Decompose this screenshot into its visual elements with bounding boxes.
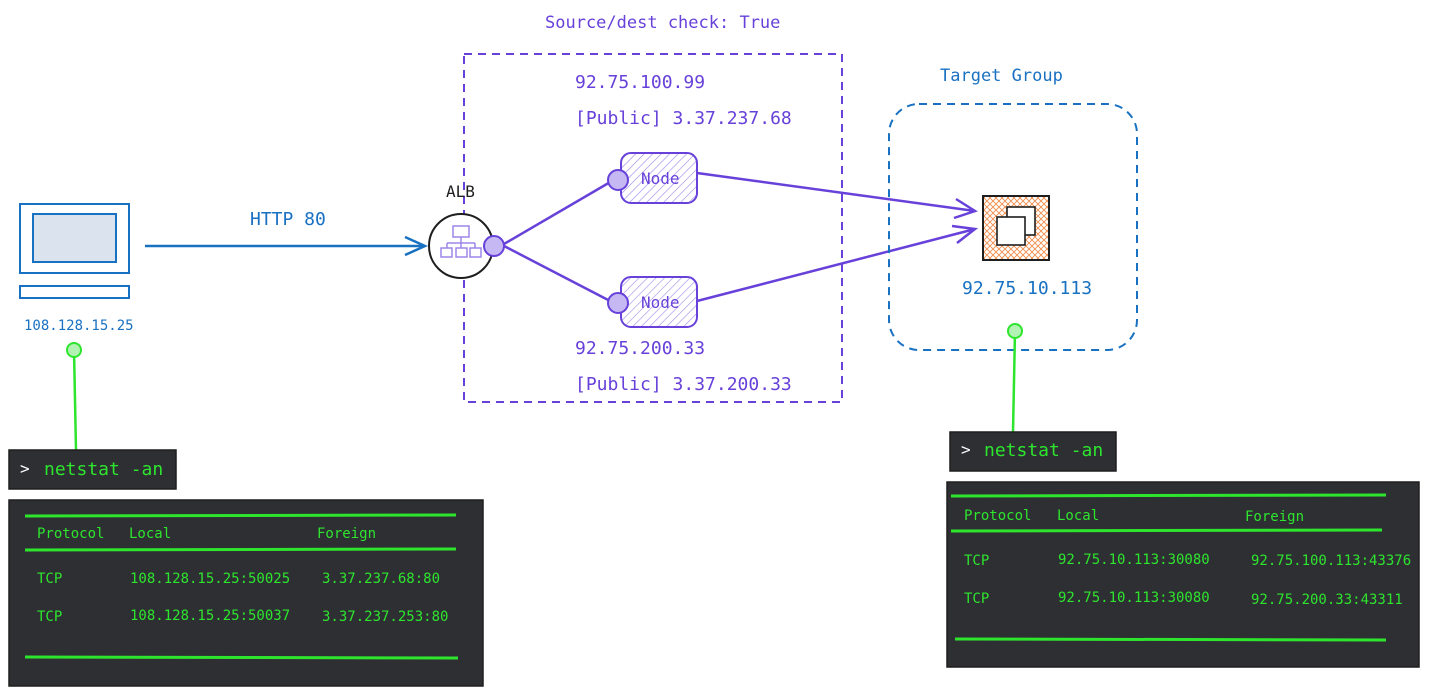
node-1: Node bbox=[607, 152, 698, 204]
left-row-2-local: 108.128.15.25:50037 bbox=[130, 608, 290, 624]
left-row-1-local: 108.128.15.25:50025 bbox=[130, 571, 290, 587]
target-group-boundary bbox=[888, 103, 1138, 351]
left-row-1-foreign: 3.37.237.68:80 bbox=[322, 571, 440, 587]
node2-private-ip: 92.75.200.33 bbox=[575, 338, 705, 359]
node1-public-ip: [Public] 3.37.237.68 bbox=[575, 108, 792, 129]
client-ip: 108.128.15.25 bbox=[24, 318, 134, 334]
right-row-2-protocol: TCP bbox=[964, 591, 989, 607]
right-command: netstat -an bbox=[984, 440, 1103, 461]
right-row-1-protocol: TCP bbox=[964, 553, 989, 569]
left-row-2-protocol: TCP bbox=[37, 609, 62, 625]
left-header-local: Local bbox=[129, 526, 171, 542]
right-header-foreign: Foreign bbox=[1245, 509, 1304, 525]
left-prompt: > bbox=[20, 459, 30, 478]
right-header-local: Local bbox=[1057, 508, 1099, 524]
node1-private-ip: 92.75.100.99 bbox=[575, 72, 705, 93]
right-row-2-foreign: 92.75.200.33:43311 bbox=[1251, 592, 1403, 608]
alb-port bbox=[483, 235, 505, 257]
left-command-bar: > netstat -an bbox=[8, 449, 177, 490]
right-prompt: > bbox=[961, 440, 971, 459]
node-1-port bbox=[607, 169, 629, 191]
node-to-target-arrows bbox=[696, 171, 979, 303]
right-row-2-local: 92.75.10.113:30080 bbox=[1058, 590, 1210, 606]
left-row-2-foreign: 3.37.237.253:80 bbox=[322, 609, 448, 625]
target-group-title: Target Group bbox=[940, 66, 1063, 86]
right-header-protocol: Protocol bbox=[964, 508, 1031, 524]
right-terminal-connector bbox=[1007, 323, 1023, 433]
node-2-port bbox=[607, 292, 629, 314]
alb-to-node-links bbox=[503, 179, 613, 304]
computer-icon bbox=[19, 203, 130, 299]
alb-icon bbox=[428, 213, 494, 279]
instances-icon bbox=[982, 195, 1050, 261]
target-ip: 92.75.10.113 bbox=[962, 278, 1092, 299]
http-arrow bbox=[145, 235, 429, 257]
http-link-label: HTTP 80 bbox=[250, 209, 326, 230]
node-1-label: Node bbox=[641, 169, 680, 188]
left-netstat-table: Protocol Local Foreign TCP 108.128.15.25… bbox=[8, 499, 484, 687]
right-row-1-foreign: 92.75.100.113:43376 bbox=[1251, 553, 1411, 569]
left-header-protocol: Protocol bbox=[37, 526, 104, 542]
left-command: netstat -an bbox=[44, 459, 163, 480]
node-2: Node bbox=[607, 276, 698, 328]
source-dest-check-label: Source/dest check: True bbox=[545, 13, 780, 33]
left-header-foreign: Foreign bbox=[317, 526, 376, 542]
node2-public-ip: [Public] 3.37.200.33 bbox=[575, 374, 792, 395]
alb-label: ALB bbox=[446, 182, 475, 201]
node-2-label: Node bbox=[641, 293, 680, 312]
left-row-1-protocol: TCP bbox=[37, 571, 62, 587]
left-terminal-connector bbox=[66, 342, 82, 451]
right-netstat-table: Protocol Local Foreign TCP 92.75.10.113:… bbox=[946, 481, 1420, 668]
right-row-1-local: 92.75.10.113:30080 bbox=[1058, 552, 1210, 568]
right-command-bar: > netstat -an bbox=[949, 431, 1117, 472]
